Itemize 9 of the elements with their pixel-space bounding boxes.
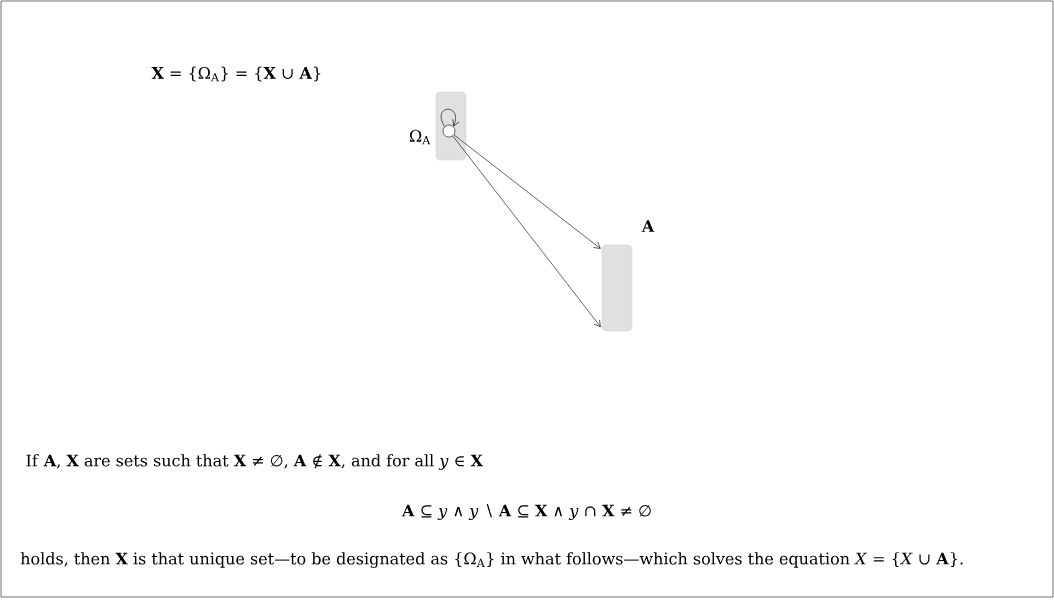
arrow: [453, 134, 601, 249]
paragraph-text: If A, X are sets such that X ≠ ∅, A ∉ X, and for all y ∈ X: [26, 454, 483, 470]
node-label: Ω$_{A}$: [409, 129, 431, 145]
arrow: [452, 135, 601, 328]
paragraph-text: holds, then X is that unique set—to be designated as {Ω$_{A}$} in what follows—which solves the equation X = {X ∪ A}.: [20, 552, 963, 568]
box-heading: A: [641, 220, 655, 232]
display-formula: A ⊆ y ∧ y ∖ A ⊆ X ∧ y ∩ X ≠ ∅: [401, 504, 651, 520]
arrow: [440, 108, 460, 127]
formula: X = {Ω$_{A}$} = {X ∪ A}: [151, 66, 321, 82]
